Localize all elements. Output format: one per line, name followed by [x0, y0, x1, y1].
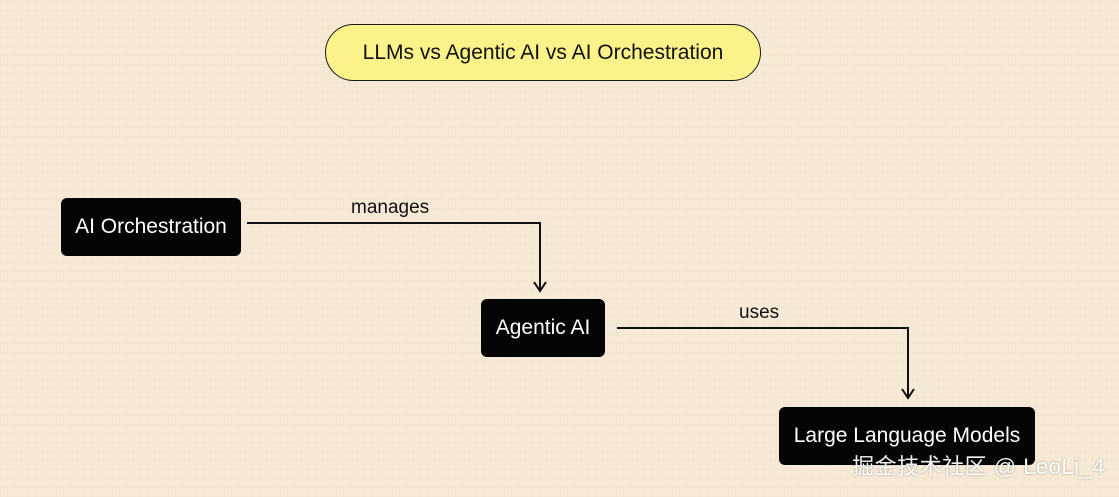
node-large-language-models: Large Language Models	[779, 407, 1035, 465]
node-ai-orchestration-label: AI Orchestration	[75, 215, 227, 238]
node-large-language-models-label: Large Language Models	[793, 424, 1021, 447]
edge-manages-line	[247, 222, 547, 293]
edge-label-manages: manages	[351, 197, 430, 218]
node-agentic-ai: Agentic AI	[481, 299, 605, 357]
watermark: 掘金技术社区 @ LeoLi_4	[852, 454, 1105, 479]
diagram-title-text: LLMs vs Agentic AI vs AI Orchestration	[362, 40, 724, 64]
diagram-title: LLMs vs Agentic AI vs AI Orchestration	[325, 24, 761, 81]
edge-label-uses: uses	[739, 302, 780, 323]
node-agentic-ai-label: Agentic AI	[495, 316, 591, 339]
node-ai-orchestration: AI Orchestration	[61, 198, 241, 256]
edge-uses-line	[617, 327, 915, 400]
